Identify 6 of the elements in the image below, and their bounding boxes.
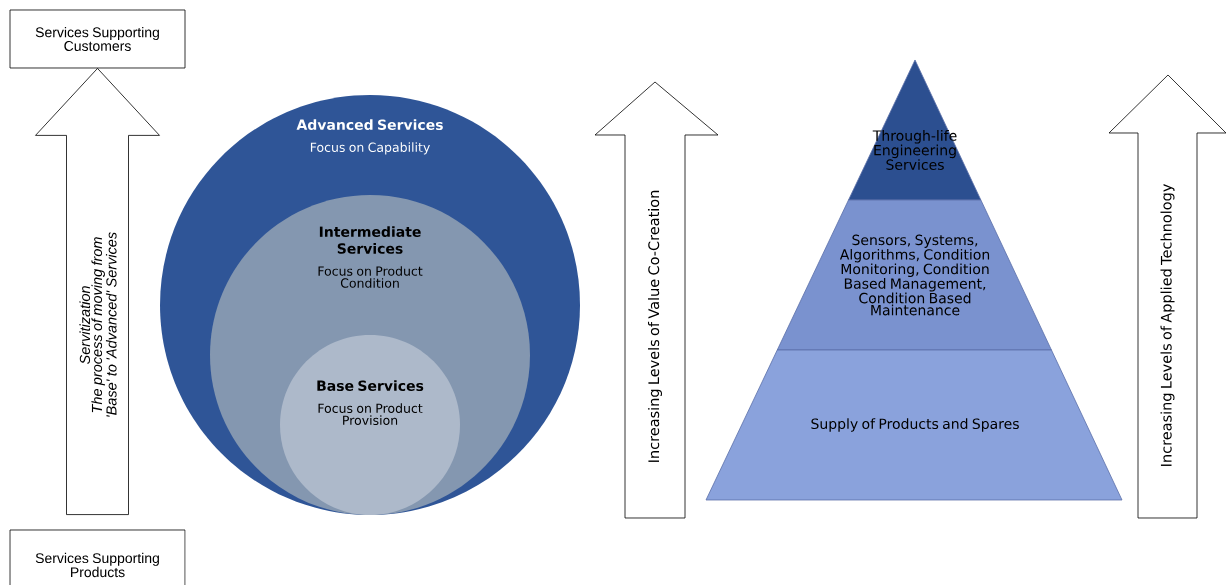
arrow-text: Servitization The process of moving from 'Base' to 'Advanced' Services (79, 232, 117, 417)
text-box: Services Supporting Customers (9, 9, 186, 69)
block-arrow (35, 68, 160, 515)
pyramid-layer: Sensors, Systems, Algorithms, Condition Monitoring, Condition Based Management, Condition Based Maintenance (776, 199, 1052, 351)
text-box: Services Supporting Products (9, 529, 186, 585)
pyramid-layer: Supply of Products and Spares (705, 349, 1123, 501)
